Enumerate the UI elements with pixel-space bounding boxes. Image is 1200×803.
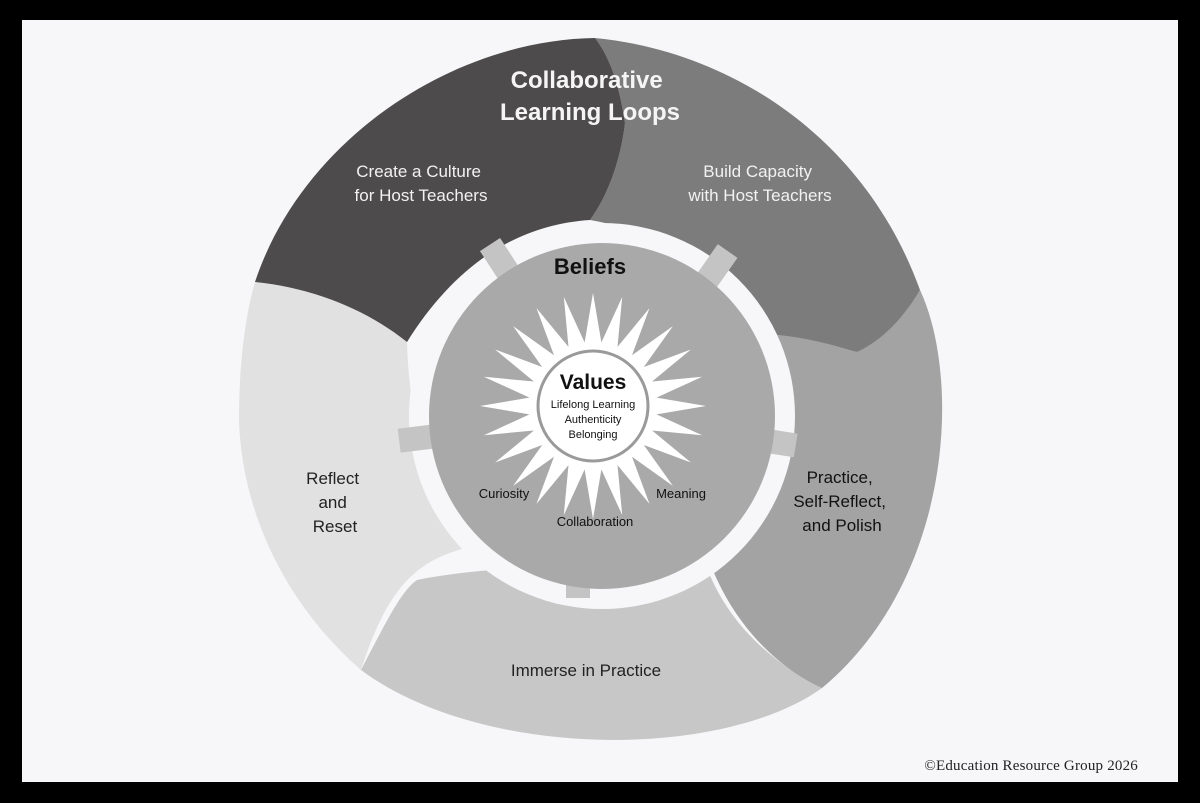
values-ring (536, 349, 650, 463)
segment-reflect-and-reset (239, 282, 465, 670)
segment-label-immerse-in-practice: Immerse in Practice (511, 661, 661, 680)
segment-label-line: and (318, 493, 346, 512)
value-belonging: Belonging (569, 429, 618, 441)
values-sun (480, 293, 706, 519)
segment-build-capacity (590, 38, 920, 352)
diagram-frame: Collaborative Learning Loops Create a Cu… (22, 20, 1178, 782)
value-authenticity: Authenticity (565, 414, 622, 426)
beliefs-title: Beliefs (554, 254, 626, 279)
segment-label-line: for Host Teachers (355, 186, 488, 205)
outer-loop (239, 38, 943, 740)
segment-label-line: with Host Teachers (687, 186, 831, 205)
copyright-notice: ©Education Resource Group 2026 (924, 758, 1138, 774)
segment-label-line: Create a Culture (356, 162, 481, 181)
belief-collaboration: Collaboration (557, 514, 634, 529)
segment-label-line: Practice, (807, 468, 873, 487)
segment-label-line: Reflect (306, 469, 359, 488)
segment-label-build-capacity: Build Capacity with Host Teachers (687, 162, 831, 205)
diagram-title-line: Collaborative (511, 67, 663, 94)
segment-label-line: and Polish (802, 516, 881, 535)
segment-label-reflect-and-reset: Reflect and Reset (306, 469, 364, 536)
segment-label-line: Immerse in Practice (511, 661, 661, 680)
segment-label-line: Self-Reflect, (793, 492, 886, 511)
value-lifelong-learning: Lifelong Learning (551, 399, 635, 411)
diagram-title-line: Learning Loops (500, 99, 680, 126)
belief-meaning: Meaning (656, 486, 706, 501)
segment-label-line: Build Capacity (703, 162, 812, 181)
segment-label-create-a-culture: Create a Culture for Host Teachers (355, 162, 488, 205)
diagram-title: Collaborative Learning Loops (500, 67, 680, 126)
values-title: Values (560, 371, 627, 394)
belief-curiosity: Curiosity (479, 486, 530, 501)
learning-loops-diagram: Collaborative Learning Loops Create a Cu… (239, 38, 943, 740)
segment-label-practice-self-reflect-polish: Practice, Self-Reflect, and Polish (793, 468, 890, 535)
segment-immerse-in-practice (361, 566, 822, 740)
segment-create-a-culture (255, 38, 625, 342)
segment-label-line: Reset (313, 517, 358, 536)
